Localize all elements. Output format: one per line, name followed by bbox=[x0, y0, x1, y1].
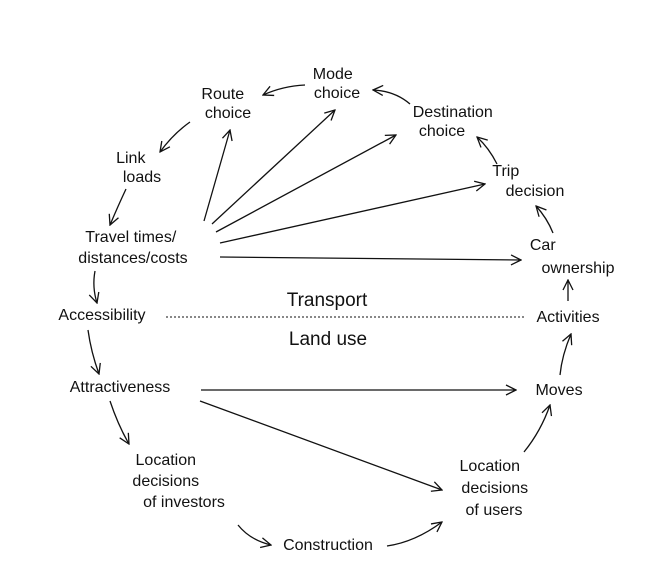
edge-trip-decision-to-destination-choice bbox=[477, 137, 498, 165]
node-destination-choice: Destination choice bbox=[413, 104, 498, 140]
node-travel-times-distances-costs: Travel times/ distances/costs bbox=[78, 229, 187, 267]
edge-attractiveness-to-location-investors bbox=[109, 400, 129, 444]
edge-route-choice-to-link-loads bbox=[160, 121, 191, 152]
node-construction-line-1: Construction bbox=[283, 537, 373, 554]
node-car-ownership: Car ownership bbox=[530, 237, 615, 277]
node-mode-choice-line-1: Mode bbox=[313, 66, 353, 83]
node-moves: Moves bbox=[535, 382, 582, 399]
edge-travel-times-to-trip-decision bbox=[219, 184, 485, 244]
node-trip-decision-line-1: Trip bbox=[492, 163, 519, 180]
edge-location-users-to-moves bbox=[523, 405, 550, 453]
node-location-investors-line-3: of investors bbox=[143, 494, 225, 511]
node-link-loads-line-2: loads bbox=[123, 169, 161, 186]
region-label-transport: Transport bbox=[287, 290, 368, 311]
node-construction: Construction bbox=[283, 537, 373, 554]
node-destination-choice-line-1: Destination bbox=[413, 104, 493, 121]
edge-mode-choice-to-route-choice bbox=[263, 84, 306, 95]
node-location-investors-line-2: decisions bbox=[132, 473, 199, 490]
node-location-users-line-2: decisions bbox=[461, 480, 528, 497]
node-travel-times-line-1: Travel times/ bbox=[85, 229, 177, 246]
node-trip-decision-line-2: decision bbox=[506, 183, 565, 200]
edge-travel-times-to-accessibility bbox=[94, 270, 97, 303]
edge-construction-to-location-users bbox=[386, 522, 442, 547]
edge-accessibility-to-attractiveness bbox=[87, 329, 99, 374]
node-attractiveness-line-1: Attractiveness bbox=[70, 379, 170, 396]
edge-travel-times-to-car-ownership bbox=[219, 257, 521, 260]
node-location-investors-line-1: Location bbox=[136, 452, 197, 469]
node-trip-decision: Trip decision bbox=[492, 163, 564, 200]
node-accessibility: Accessibility bbox=[58, 307, 145, 324]
edge-car-ownership-to-trip-decision bbox=[536, 206, 554, 234]
node-location-decisions-of-users: Location decisions of users bbox=[460, 458, 533, 519]
edge-link-loads-to-travel-times bbox=[110, 188, 127, 225]
node-link-loads-line-1: Link bbox=[116, 150, 146, 167]
node-car-ownership-line-2: ownership bbox=[542, 260, 615, 277]
node-location-users-line-1: Location bbox=[460, 458, 521, 475]
node-car-ownership-line-1: Car bbox=[530, 237, 556, 254]
edge-attractiveness-to-location-users bbox=[199, 400, 442, 490]
node-location-users-line-3: of users bbox=[466, 502, 523, 519]
node-moves-line-1: Moves bbox=[535, 382, 582, 399]
edge-travel-times-to-mode-choice bbox=[211, 110, 335, 225]
edge-location-investors-to-construction bbox=[237, 524, 271, 545]
edge-moves-to-activities bbox=[559, 334, 571, 376]
edge-destination-choice-to-mode-choice bbox=[373, 90, 411, 105]
node-route-choice: Route choice bbox=[201, 86, 251, 122]
node-travel-times-line-2: distances/costs bbox=[78, 250, 187, 267]
node-activities: Activities bbox=[536, 309, 599, 326]
node-location-decisions-of-investors: Location decisions of investors bbox=[132, 452, 224, 511]
edge-travel-times-to-destination-choice bbox=[215, 135, 396, 233]
node-mode-choice-line-2: choice bbox=[314, 85, 360, 102]
node-activities-line-1: Activities bbox=[536, 309, 599, 326]
edge-travel-times-to-route-choice bbox=[203, 130, 230, 222]
region-label-land-use: Land use bbox=[289, 329, 367, 350]
node-accessibility-line-1: Accessibility bbox=[58, 307, 145, 324]
node-route-choice-line-1: Route bbox=[201, 86, 244, 103]
node-destination-choice-line-2: choice bbox=[419, 123, 465, 140]
node-mode-choice: Mode choice bbox=[313, 66, 360, 102]
node-attractiveness: Attractiveness bbox=[70, 379, 170, 396]
node-route-choice-line-2: choice bbox=[205, 105, 251, 122]
node-link-loads: Link loads bbox=[116, 150, 161, 186]
